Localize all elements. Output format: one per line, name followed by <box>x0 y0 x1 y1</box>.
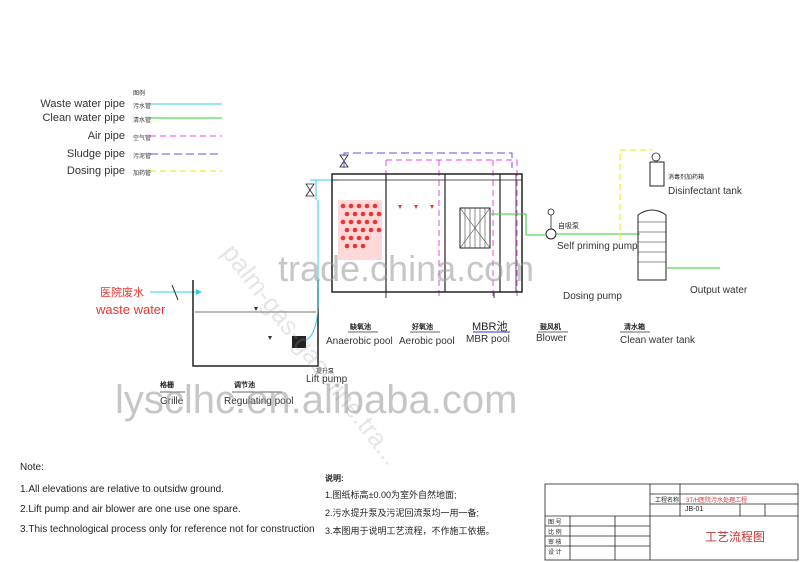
sludge-return-pipe <box>343 152 513 168</box>
self-priming-label-en: Self priming pump <box>557 241 638 252</box>
title-block <box>544 483 799 561</box>
title-block-project-value: 3T/H医院污水处理工程 <box>686 498 748 504</box>
aerobic-label-zh: 好氧池 <box>412 324 433 331</box>
blower-label-en: Blower <box>536 333 567 344</box>
watermark-bottom: lysclhc.en.alibaba.com <box>115 378 518 422</box>
disinfectant-label-zh: 消毒剂加药箱 <box>668 175 705 181</box>
notes-title: Note: <box>20 462 44 473</box>
dosing-pump <box>651 152 661 162</box>
legend-label-waste: Waste water pipe <box>40 98 125 110</box>
note-2: 2.Lift pump and air blower are one use o… <box>20 504 241 515</box>
lift-pump-label-en: Lift pump <box>306 374 348 385</box>
title-block-project-label: 工程名称 <box>655 498 680 504</box>
clean-tank-label-en: Clean water tank <box>620 335 696 346</box>
legend-label-clean: Clean water pipe <box>42 112 125 124</box>
level-mark-2 <box>268 336 272 340</box>
title-block-row-3: 审 核 <box>548 540 562 546</box>
mbr-label-en: MBR pool <box>466 334 510 345</box>
lift-pump-pipe <box>305 200 319 341</box>
main-tank <box>331 173 523 293</box>
anaerobic-label-zh: 缺氧池 <box>350 324 371 331</box>
title-block-drawing-title: 工艺流程图 <box>705 530 766 544</box>
inlet-arrow <box>196 289 202 295</box>
legend-label-sludge: Sludge pipe <box>66 148 125 160</box>
mbr-outlet-pipe <box>490 213 545 236</box>
note-zh-1: 1.图纸标高±0.00为室外自然地面; <box>325 490 457 500</box>
mbr-membrane-hatch <box>459 207 491 249</box>
legend-zh-air: 空气管 <box>133 136 152 142</box>
self-priming-pump <box>545 228 557 240</box>
note-zh-2: 2.污水提升泵及污泥回流泵均一用一备; <box>325 508 480 518</box>
note-3: 3.This technological process only for re… <box>20 524 315 535</box>
level-mark-1 <box>254 307 258 311</box>
watermark-center: trade.china.com <box>278 248 535 289</box>
self-priming-label-zh: 自吸泵 <box>558 223 579 230</box>
title-block-drawing-no: JB-01 <box>685 506 704 513</box>
waste-water-label-en: waste water <box>96 302 166 317</box>
aerobic-label-en: Aerobic pool <box>399 336 455 347</box>
dosing-pump-label: Dosing pump <box>563 291 622 302</box>
title-block-row-4: 设 计 <box>548 550 562 556</box>
mbr-label-title: MBR池 <box>472 321 508 333</box>
valve-1 <box>305 183 315 197</box>
lift-pump-label-zh: 提升泵 <box>316 369 335 375</box>
grille-label-en: Grille <box>160 396 184 407</box>
legend-title: 图例 <box>133 91 146 97</box>
anaerobic-media <box>338 200 382 260</box>
legend-zh-sludge: 污泥管 <box>133 154 152 160</box>
disinfectant-label-en: Disinfectant tank <box>668 186 742 197</box>
dosing-pipe <box>619 149 652 240</box>
disinfectant-tank <box>649 161 665 187</box>
notes-zh-title: 说明: <box>325 474 344 483</box>
note-zh-3: 3.本图用于说明工艺流程，不作施工依据。 <box>325 526 495 536</box>
legend-label-air: Air pipe <box>87 130 125 142</box>
title-block-row-1: 图 号 <box>548 520 562 526</box>
legend-zh-clean: 清水管 <box>133 118 152 124</box>
title-block-row-2: 比 例 <box>548 530 562 536</box>
lift-pump-body <box>292 336 306 348</box>
legend-zh-dosing: 加药管 <box>133 171 152 177</box>
clean-tank-label-zh: 清水箱 <box>624 324 645 331</box>
regulating-pool <box>192 280 319 367</box>
clean-water-tank <box>637 209 667 281</box>
grille-bar <box>171 284 179 301</box>
note-1: 1.All elevations are relative to outsidw… <box>20 484 225 495</box>
output-water-label: Output water <box>690 285 748 296</box>
regulating-label-zh: 调节池 <box>234 382 255 389</box>
grille-label-zh: 格栅 <box>160 382 174 389</box>
blower-symbols <box>385 292 495 298</box>
blower-label-zh: 鼓风机 <box>540 324 561 331</box>
legend-label-dosing: Dosing pipe <box>66 165 125 177</box>
anaerobic-label-en: Anaerobic pool <box>326 336 393 347</box>
legend-zh-waste: 污水管 <box>133 104 152 110</box>
regulating-label-en: Regulating pool <box>224 396 294 407</box>
aerobic-diffusers <box>398 205 434 209</box>
gauge-dial <box>547 208 555 216</box>
waste-water-label-zh: 医院废水 <box>100 287 144 299</box>
